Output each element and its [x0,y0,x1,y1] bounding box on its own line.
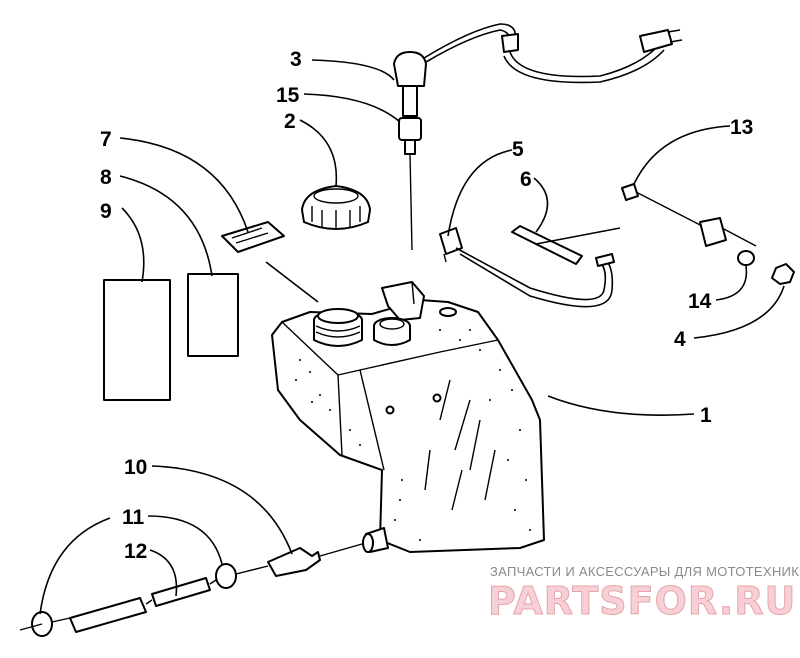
filler-cap [301,185,371,230]
callout-13: 13 [730,116,753,139]
callout-5: 5 [512,138,524,161]
callout-10: 10 [124,456,147,479]
watermark-tagline: ЗАПЧАСТИ И АКСЕССУАРЫ ДЛЯ МОТОТЕХНИКИ [490,564,800,579]
callout-2: 2 [284,110,296,133]
watermark-logo: PARTSFOR.RU [488,579,796,623]
callout-labels: 1 2 3 4 5 6 7 8 9 10 11 12 13 14 15 [100,48,753,563]
callout-11: 11 [122,506,145,529]
assembly-centerline [19,543,363,631]
callout-12: 12 [124,540,147,563]
callout-4: 4 [674,328,686,351]
oil-level-sensor [393,23,683,251]
oil-tank [271,281,545,553]
callout-15: 15 [276,84,300,107]
vent-fitting [439,227,463,263]
decal-label-large [103,279,171,401]
watermark: ЗАПЧАСТИ И АКСЕССУАРЫ ДЛЯ МОТОТЕХНИКИ PA… [488,564,800,624]
bolt-centerline [535,227,621,245]
leader-lines [39,59,785,615]
outlet-fitting [267,547,321,577]
callout-7: 7 [100,128,112,151]
oil-line-short [151,577,211,607]
callout-3: 3 [290,48,302,71]
callout-9: 9 [100,200,112,223]
callout-1: 1 [700,404,712,427]
hose-clamp-right [215,563,237,589]
decal-warning [221,221,285,253]
decal-label-small [187,273,239,357]
callout-6: 6 [520,168,532,191]
vent-hose [455,225,615,308]
oil-line-long [69,597,147,633]
callout-14: 14 [688,290,712,313]
callout-8: 8 [100,166,112,189]
mount-bolt [621,183,795,285]
